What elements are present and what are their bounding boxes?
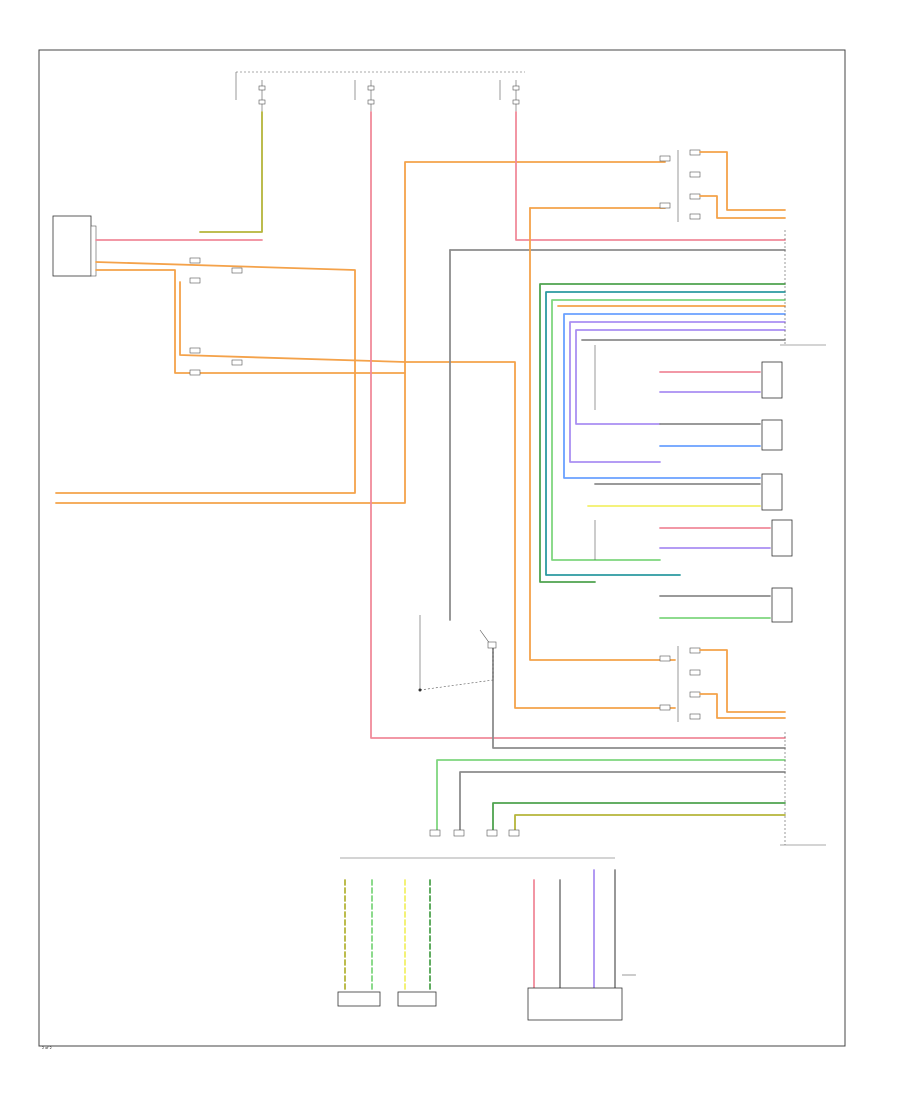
right-rear-speaker-box xyxy=(337,991,381,1007)
fuse-1-pin-2 xyxy=(258,99,266,105)
connector-c6 xyxy=(231,359,243,366)
left-tweeter-box xyxy=(761,419,783,451)
rear-connector-1 xyxy=(429,829,441,837)
wire-fuse1-feed xyxy=(199,111,263,233)
wire-gray-3 xyxy=(492,647,786,749)
connector-c1 xyxy=(189,257,201,264)
wire-fuse3-red xyxy=(515,111,786,241)
switch-contact xyxy=(487,641,497,649)
wire-rear-darkgreen xyxy=(492,802,786,831)
diagram-frame xyxy=(38,49,846,1047)
ground-symbol xyxy=(418,688,422,692)
fuse-2-pin-2 xyxy=(367,99,375,105)
wire-bus-violet-1 xyxy=(569,321,786,463)
fuse-block-3 xyxy=(499,80,520,112)
center-speaker-box xyxy=(761,473,783,511)
fuse-block-1 xyxy=(235,71,525,112)
wire-rear-yellowgreen xyxy=(514,814,786,831)
fuse-2-pin xyxy=(367,85,375,91)
wire-audio-out-2 xyxy=(95,269,406,374)
audio-unit-connector xyxy=(90,225,97,277)
fuse-1-pin xyxy=(258,85,266,91)
wire-bus-blue xyxy=(563,313,786,479)
wire-bus-violet-2 xyxy=(575,329,786,425)
fuse-block-2 xyxy=(354,80,375,112)
wire-audio-out-1 xyxy=(55,261,356,494)
page-number: 2 of 2 xyxy=(42,1046,52,1050)
wire-rear-gray xyxy=(459,771,786,831)
left-front-speaker-box xyxy=(761,361,783,399)
connector-c4 xyxy=(189,369,201,376)
right-front-speaker-group xyxy=(594,519,793,623)
wire-fuse2-red xyxy=(370,111,786,739)
right-tweeter-box xyxy=(771,587,793,623)
wire-bus-teal xyxy=(545,291,786,576)
wire-bus-green xyxy=(551,299,786,561)
rear-connector-2 xyxy=(453,829,465,837)
rear-connector-4 xyxy=(508,829,520,837)
wire-bus-darkgreen xyxy=(539,283,786,583)
rear-connector-3 xyxy=(486,829,498,837)
audio-unit-box xyxy=(52,215,92,277)
front-amp-connector xyxy=(529,149,786,661)
switch-assembly xyxy=(418,615,497,692)
wire-audio-out-4 xyxy=(55,161,666,504)
wire-audio-out-5 xyxy=(404,361,676,709)
connector-c3 xyxy=(189,347,201,354)
left-front-speaker-group xyxy=(594,345,783,451)
fuse-3-pin-2 xyxy=(512,99,520,105)
right-front-speaker-box xyxy=(771,519,793,557)
connector-c2 xyxy=(189,277,201,284)
wire-audio-out-3 xyxy=(179,281,406,363)
subwoofer-box xyxy=(527,987,623,1021)
connector-c5 xyxy=(231,267,243,274)
left-rear-speaker-box xyxy=(397,991,437,1007)
rear-amp-connector xyxy=(659,646,786,722)
fuse-3-pin xyxy=(512,85,520,91)
wire-rear-green xyxy=(436,759,786,831)
center-speaker-group xyxy=(594,473,783,511)
